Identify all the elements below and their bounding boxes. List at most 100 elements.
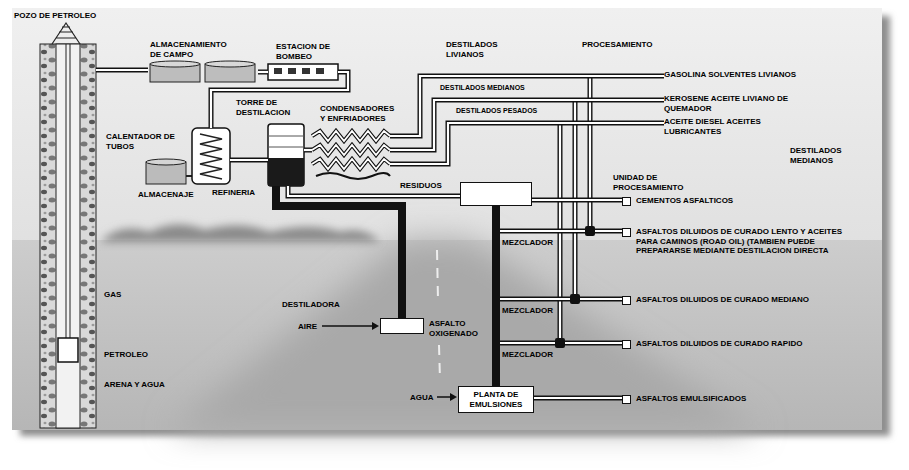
node-text: POZO DE PETROLEO — [14, 11, 114, 21]
pipe-core — [496, 206, 622, 231]
pump-station-drawing — [268, 64, 338, 80]
product-label: KEROSENE ACEITE LIVIANO DE QUEMADOR — [664, 94, 804, 113]
pipe-core — [304, 149, 312, 151]
water-inlet-arrow — [450, 393, 457, 401]
pipe-outline — [496, 206, 622, 343]
node-text: CALENTADOR DE TUBOS — [106, 132, 178, 151]
node-text: ESTACION DE BOMBEO — [276, 42, 346, 61]
field-tanks-drawing — [150, 61, 200, 67]
pipe-connector — [230, 160, 268, 161]
residue-pipe — [276, 186, 402, 318]
equipment-label: DESTILADORA — [282, 300, 340, 310]
storage-tank-drawing — [146, 159, 192, 184]
mixer-label: MEZCLADOR — [502, 306, 553, 316]
pump-station-drawing — [288, 68, 296, 74]
residue-pipe — [492, 206, 500, 386]
oil-well-drawing — [40, 23, 96, 428]
product-box: ASFALTOS EMULSIFICADOS — [622, 394, 822, 404]
product-square — [622, 296, 631, 305]
oxidizing-still: ASFALTO OXIGENADO — [380, 318, 424, 334]
pipe-connector — [496, 206, 622, 231]
distillation-tower-drawing — [268, 124, 304, 186]
node-text: ALMACENAMIENTO DE CAMPO — [150, 40, 230, 59]
pump-station-drawing — [274, 68, 282, 74]
pipe-outline — [496, 206, 622, 231]
tube-heater-drawing — [200, 134, 222, 179]
mixer-symbol — [555, 226, 595, 348]
pipe-core — [496, 206, 622, 299]
pipe-outline — [304, 148, 312, 153]
processing-unit: UNIDAD DE PROCESAMIENTO — [460, 182, 532, 206]
emulsion-plant: PLANTA DE EMULSIONES — [458, 386, 534, 413]
pipe-outline — [390, 123, 664, 164]
oil-well-drawing — [52, 23, 80, 44]
product-label: ACEITE DIESEL ACEITES LUBRICANTES — [664, 117, 804, 136]
photo-frame — [437, 250, 438, 300]
pipe-connector — [496, 206, 622, 299]
condenser-coils-drawing — [316, 173, 390, 179]
tube-heater-drawing — [192, 128, 230, 184]
processing-pipes — [560, 76, 590, 343]
photo-frame — [100, 224, 380, 242]
pipe-outline — [96, 68, 148, 73]
pipe-connector — [276, 186, 402, 318]
condenser-coils-drawing — [312, 131, 390, 141]
pipe-outline — [258, 70, 268, 75]
layer-label: ARENA Y AGUA — [104, 380, 165, 390]
condenser-coils-drawing — [312, 131, 390, 141]
air-inlet-arrow — [322, 322, 379, 330]
water-inlet-arrow — [437, 393, 457, 401]
condenser-coils-drawing — [312, 159, 390, 169]
pipe-connector — [390, 123, 664, 164]
oil-well-drawing — [58, 338, 78, 362]
node-text: ASFALTOS DILUIDOS DE CURADO RAPIDO — [636, 339, 862, 349]
tube-heater: CALENTADOR DE TUBOS — [192, 128, 230, 184]
pipe-outline — [532, 198, 622, 203]
node-text: ASFALTOS EMULSIFICADOS — [636, 394, 822, 404]
condenser-coils-drawing — [312, 131, 390, 179]
pipe-core — [534, 397, 622, 399]
pipe-connector — [304, 150, 312, 151]
pipe-core — [258, 71, 268, 73]
product-box: ASFALTOS DILUIDOS DE CURADO RAPIDO — [622, 339, 862, 349]
condenser-coils-drawing — [312, 159, 390, 169]
product-square — [622, 197, 631, 206]
pump-station-drawing — [268, 64, 338, 80]
pipe-outline — [534, 396, 622, 401]
pipe-core — [532, 199, 622, 201]
condenser-coils-drawing — [312, 145, 390, 155]
distillation-tower-drawing — [268, 158, 304, 186]
product-square — [622, 340, 631, 349]
oil-well-drawing — [66, 44, 67, 338]
pipe-core — [96, 69, 148, 71]
pipe-connector — [532, 200, 622, 201]
pipe-connector — [390, 76, 664, 136]
input-label: AIRE — [298, 322, 317, 332]
mixer-symbol — [585, 226, 595, 236]
pump-station-drawing — [302, 68, 310, 74]
air-inlet-arrow — [372, 322, 379, 330]
node-text: CEMENTOS ASFALTICOS — [636, 196, 822, 206]
distillation-tower: TORRE DE DESTILACION — [268, 124, 304, 186]
mixer-symbol — [570, 294, 580, 304]
layer-label: GAS — [104, 290, 121, 300]
layer-label: PETROLEO — [104, 350, 148, 360]
stream-label: DESTILADOS MEDIANOS — [440, 84, 525, 93]
node-text: PLANTA DE EMULSIONES — [463, 390, 529, 409]
photo-frame — [12, 8, 890, 436]
water-inlet-arrow — [437, 396, 451, 398]
pump-station-drawing — [316, 68, 324, 74]
storage-tank-drawing — [146, 159, 186, 165]
pipe-connector — [496, 206, 622, 343]
pipe-core — [390, 123, 664, 164]
oil-well-drawing — [56, 44, 80, 428]
stream-label: DESTILADOS MEDIANOS — [790, 146, 848, 165]
condenser-coils-drawing — [312, 145, 390, 155]
pipe-connector — [258, 72, 268, 73]
oil-well-drawing — [40, 44, 96, 428]
node-text: ACEITE DIESEL ACEITES LUBRICANTES — [664, 117, 804, 136]
storage-tank-drawing — [186, 175, 192, 177]
product-square — [622, 228, 631, 237]
product-label: GASOLINA SOLVENTES LIVIANOS — [664, 70, 804, 80]
